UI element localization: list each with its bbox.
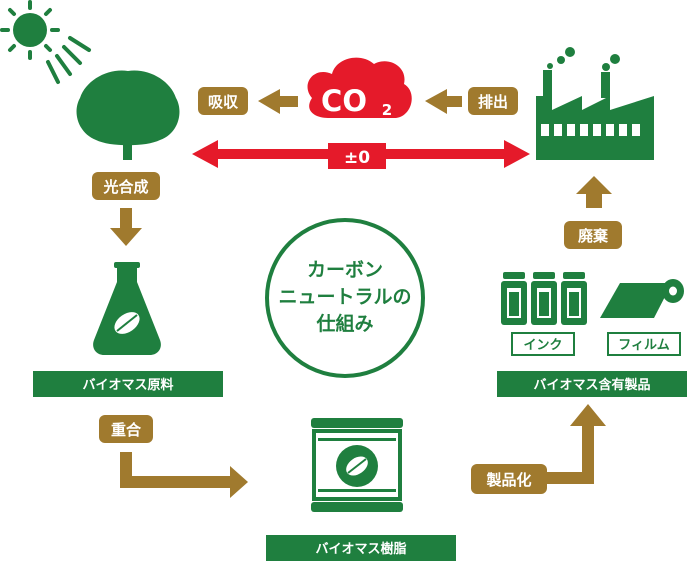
flask-icon (93, 262, 161, 355)
co2-label-base: CO (321, 84, 367, 118)
absorb-label: 吸収 (208, 93, 239, 111)
disposal-arrow (576, 176, 612, 208)
absorb-arrow (258, 89, 298, 114)
sunray-lines (46, 36, 91, 84)
raw-material-box: バイオマス原料 (33, 371, 223, 397)
co2-label-sub: 2 (382, 101, 392, 119)
emit-arrow (425, 89, 462, 114)
manufacturing-badge: 製品化 (471, 464, 547, 494)
manufacturing-arrow (547, 404, 606, 484)
center-line2: ニュートラルの (278, 286, 411, 308)
film-label-box: フィルム (607, 332, 681, 356)
disposal-badge: 廃棄 (564, 221, 622, 249)
products-label: バイオマス含有製品 (533, 377, 650, 393)
photosynthesis-badge: 光合成 (92, 172, 160, 200)
center-circle: カーボン ニュートラルの 仕組み (265, 218, 425, 378)
raw-material-label: バイオマス原料 (82, 377, 173, 393)
photosynthesis-label: 光合成 (102, 178, 148, 196)
tree-icon (76, 70, 180, 160)
manufacturing-label: 製品化 (485, 471, 531, 489)
balance-badge: ±0 (328, 143, 386, 169)
center-line1: カーボン (307, 259, 383, 281)
products-box: バイオマス含有製品 (497, 371, 687, 397)
film-roll-icon (600, 279, 684, 318)
emit-label: 排出 (478, 93, 508, 111)
emit-badge: 排出 (468, 87, 518, 115)
photosynthesis-arrow (110, 208, 142, 246)
polymerization-label: 重合 (111, 421, 142, 439)
disposal-label: 廃棄 (578, 227, 609, 245)
absorb-badge: 吸収 (198, 87, 248, 115)
resin-box: バイオマス樹脂 (266, 535, 456, 561)
film-label: フィルム (618, 338, 669, 353)
ink-bottles-icon (501, 272, 587, 325)
resin-barrel-icon (311, 418, 403, 512)
ink-label-box: インク (511, 332, 575, 356)
ink-label: インク (523, 338, 562, 353)
factory-icon (536, 47, 654, 160)
co2-cloud: CO 2 (307, 57, 412, 119)
center-line3: 仕組み (315, 312, 373, 335)
sun-icon (0, 0, 60, 60)
polymerization-badge: 重合 (99, 415, 153, 443)
resin-label: バイオマス樹脂 (315, 541, 406, 557)
polymerization-arrow (120, 452, 248, 498)
balance-label: ±0 (344, 148, 370, 168)
